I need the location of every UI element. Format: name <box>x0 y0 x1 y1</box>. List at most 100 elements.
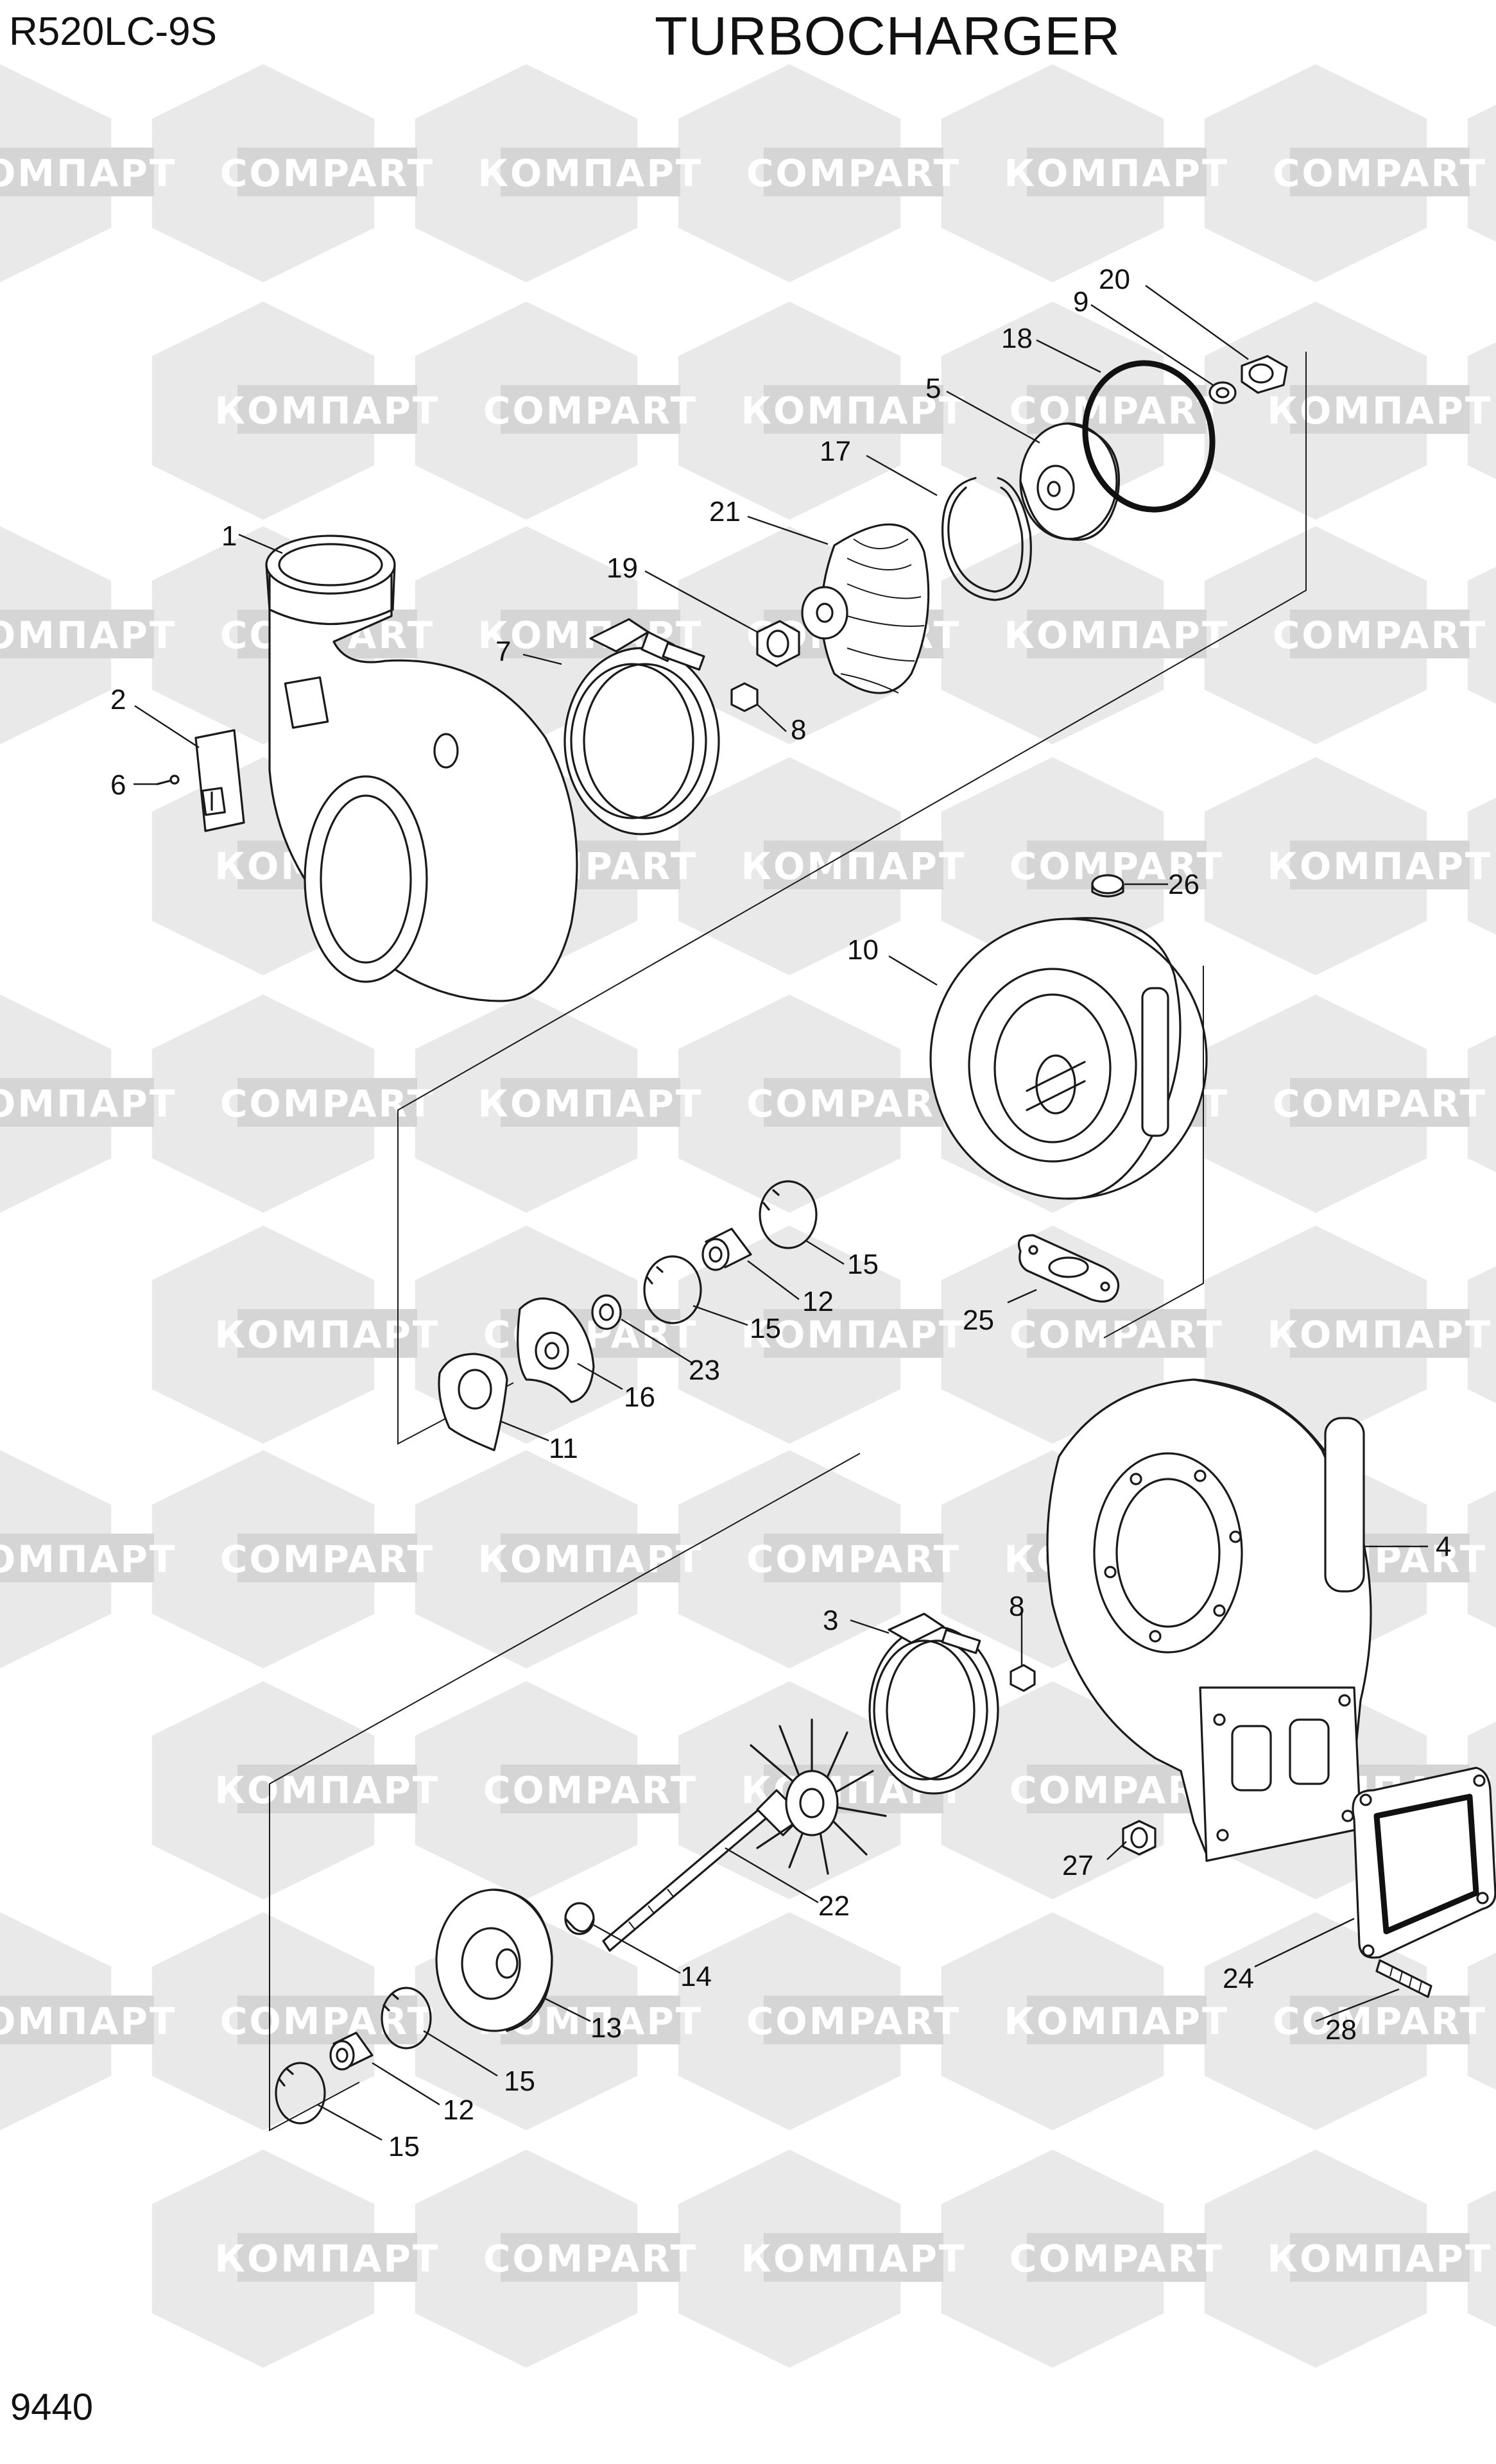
watermark-band <box>1027 1765 1207 1813</box>
watermark-text: COMPART <box>1273 613 1487 657</box>
watermark-hexagon <box>1467 1953 1496 2090</box>
watermark-band <box>501 1765 680 1813</box>
leader-lines <box>133 285 1428 2141</box>
part-v-band-clamp-upper <box>563 618 720 835</box>
watermark-band <box>501 2233 680 2282</box>
part-retaining-ring-15-d <box>275 2062 326 2125</box>
watermark-text: COMPART <box>746 1537 961 1581</box>
watermark-band <box>0 610 154 658</box>
watermark-text: COMPART <box>220 151 434 195</box>
watermark-hexagon <box>1467 1491 1496 1628</box>
callout-27: 27 <box>1062 1850 1094 1881</box>
callout-10: 10 <box>847 934 879 966</box>
part-washer <box>1208 381 1237 404</box>
callout-28: 28 <box>1325 2014 1357 2046</box>
watermark-text: КОМПАРТ <box>1004 613 1230 657</box>
watermark-text: COMPART <box>746 1999 961 2043</box>
callout-11: 11 <box>549 1433 578 1464</box>
watermark-band <box>764 1996 943 2044</box>
watermark-hexagon <box>1467 2190 1496 2327</box>
watermark-text: КОМПАРТ <box>741 2237 967 2280</box>
watermark-text: КОМПАРТ <box>1268 2237 1493 2280</box>
watermark-text: COMPART <box>746 151 961 195</box>
callout-15-d: 15 <box>388 2131 420 2162</box>
part-plug-small <box>1091 874 1124 898</box>
part-thrust-collar <box>591 1294 622 1330</box>
callout-2: 2 <box>110 684 126 715</box>
watermark-hexagon <box>1467 567 1496 704</box>
watermark-text: КОМПАРТ <box>0 1537 176 1581</box>
watermark-text: КОМПАРТ <box>215 389 440 432</box>
part-turbine-gasket <box>1352 1767 1496 1959</box>
callout-12-b: 12 <box>443 2094 474 2126</box>
callout-7: 7 <box>495 636 511 667</box>
watermark-text: COMPART <box>220 1537 434 1581</box>
watermark-band <box>1290 1078 1470 1127</box>
watermark-text: COMPART <box>1273 1082 1487 1125</box>
watermark-band <box>501 385 680 434</box>
watermark-band <box>1290 148 1470 196</box>
part-o-ring <box>1082 360 1216 513</box>
watermark-text: КОМПАРТ <box>0 1999 176 2043</box>
watermark-hexagon <box>1467 1035 1496 1172</box>
model-number: R520LC-9S <box>9 10 217 54</box>
watermark-text: COMPART <box>483 389 698 432</box>
watermark-band <box>1290 1309 1470 1358</box>
page-number: 9440 <box>10 2386 94 2428</box>
part-plug <box>1241 355 1288 394</box>
watermark-band <box>764 1309 943 1358</box>
callout-15-b: 15 <box>750 1313 781 1344</box>
watermark-band <box>237 1765 417 1813</box>
callout-23: 23 <box>689 1355 720 1386</box>
watermark-hexagon <box>1467 798 1496 935</box>
watermark-band <box>237 1309 417 1358</box>
watermark-band <box>0 148 154 196</box>
callout-26: 26 <box>1168 869 1199 900</box>
part-bearing-bush-12-a <box>701 1228 752 1271</box>
watermark-band <box>237 2233 417 2282</box>
callout-20: 20 <box>1099 264 1130 295</box>
part-piston-ring <box>564 1902 595 1935</box>
watermark-text: КОМПАРТ <box>215 1768 440 1812</box>
part-retaining-ring-15-c <box>381 1987 432 2049</box>
watermark-text: КОМПАРТ <box>215 1313 440 1356</box>
assembly-bracket-upper <box>397 352 1307 1445</box>
part-bearing-bush-12-b <box>329 2032 374 2071</box>
part-retaining-ring-15-b <box>643 1255 702 1324</box>
watermark-text: COMPART <box>1010 389 1224 432</box>
watermark-text: КОМПАРТ <box>1268 844 1493 888</box>
watermark-text: КОМПАРТ <box>0 151 176 195</box>
part-nameplate <box>194 729 245 832</box>
callout-1: 1 <box>221 520 237 552</box>
part-thrust-bearing <box>517 1297 595 1403</box>
watermark-band <box>764 148 943 196</box>
callout-18: 18 <box>1001 323 1033 354</box>
watermark-band <box>237 1078 417 1127</box>
callout-labels: 1 2 6 7 19 8 21 17 5 18 9 20 26 10 15 12… <box>110 264 1451 2162</box>
watermark-text: КОМПАРТ <box>215 2237 440 2280</box>
callout-9: 9 <box>1073 286 1088 318</box>
callout-17: 17 <box>820 436 851 467</box>
watermark-text: КОМПАРТ <box>1268 389 1493 432</box>
part-v-band-clamp-lower <box>868 1613 999 1795</box>
watermark-band <box>764 1078 943 1127</box>
part-stud-28 <box>1375 1959 1432 1998</box>
watermark-hexagon <box>1467 105 1496 242</box>
watermark-text: COMPART <box>1010 1313 1224 1356</box>
watermark-text: COMPART <box>1010 2237 1224 2280</box>
part-heat-shield <box>435 1888 553 2032</box>
callout-14: 14 <box>680 1961 712 1992</box>
watermark-text: COMPART <box>483 1768 698 1812</box>
watermark-band <box>764 1534 943 1582</box>
callout-4: 4 <box>1436 1531 1451 1562</box>
part-screw <box>156 774 180 785</box>
callout-12-a: 12 <box>802 1286 834 1317</box>
watermark-band <box>237 1534 417 1582</box>
callout-21: 21 <box>709 496 741 527</box>
watermark-band <box>1290 841 1470 889</box>
part-nut-19 <box>756 620 800 667</box>
watermark-band <box>237 148 417 196</box>
watermark-text: КОМПАРТ <box>741 844 967 888</box>
part-retaining-ring-15-a <box>759 1180 818 1249</box>
watermark-band <box>0 1996 154 2044</box>
